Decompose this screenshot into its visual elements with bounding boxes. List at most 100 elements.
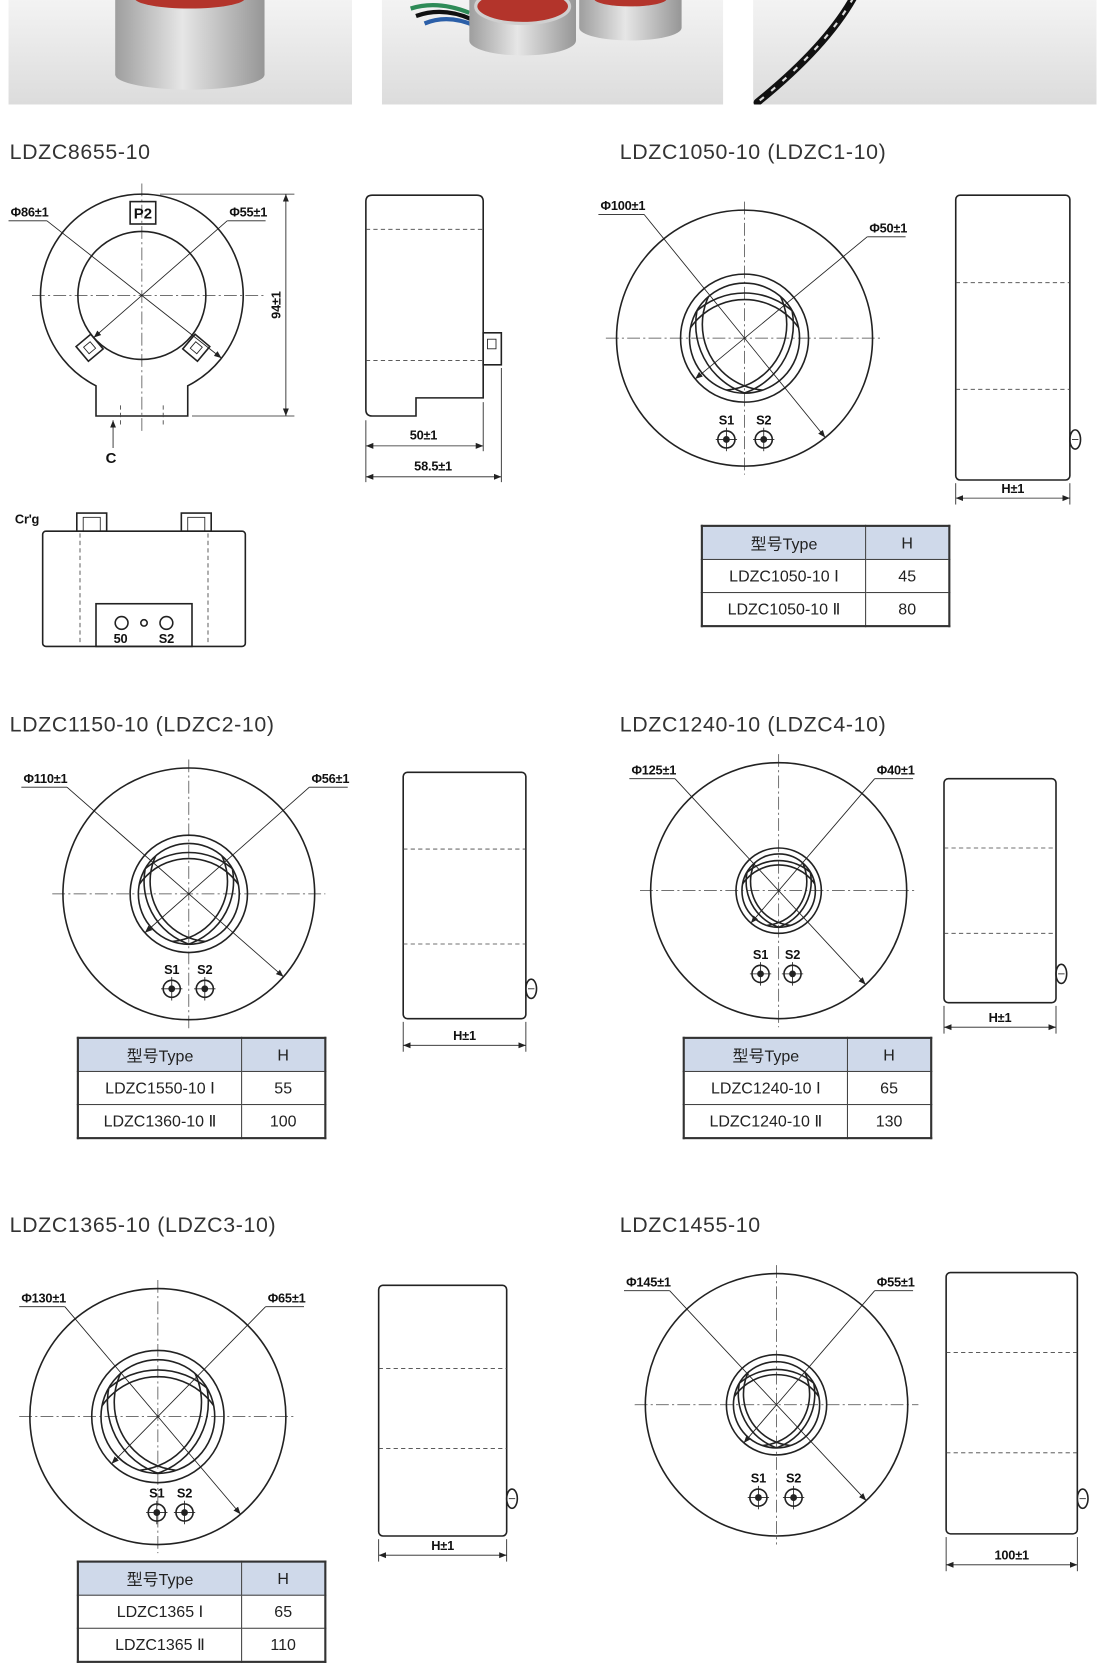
rib-edge	[138, 857, 240, 945]
outer-circle	[649, 761, 908, 1020]
window-circle	[90, 1349, 225, 1484]
rib-edge	[100, 1359, 210, 1474]
cell-h: 80	[865, 592, 950, 627]
terminal-s2	[194, 977, 216, 1001]
outer-diameter-label: Φ145±1	[626, 1274, 671, 1289]
terminal-s2	[753, 427, 775, 452]
terminal-screw	[181, 1509, 188, 1516]
side-terminal-inner	[487, 338, 497, 350]
side-terminal	[482, 332, 503, 366]
terminal-nut	[784, 1488, 803, 1507]
ldzc8655-side-view: 50±158.5±1	[365, 194, 503, 483]
table-row: LDZC1050-10 Ⅱ 80	[701, 592, 950, 627]
cell-type: LDZC1365 Ⅱ	[77, 1627, 243, 1663]
terminal-nut	[717, 430, 736, 449]
terminal-s2	[781, 962, 804, 986]
inner-diameter-leader	[743, 1290, 875, 1444]
window-inner-circle	[100, 1358, 216, 1475]
section-1-side-view: H±1	[954, 194, 1082, 505]
rib-edge	[745, 853, 816, 928]
header-type: 型号Type	[77, 1561, 243, 1596]
side-outline	[365, 194, 485, 417]
section-title-ldzc1240: LDZC1240-10 (LDZC4-10)	[619, 713, 887, 738]
table-row: LDZC1360-10 Ⅱ 100	[77, 1104, 326, 1139]
section-title-ldzc1455: LDZC1455-10	[619, 1213, 761, 1238]
cell-type: LDZC1240-10 Ⅱ	[683, 1104, 848, 1139]
terminal-screw	[790, 1494, 798, 1502]
terminal-s1	[747, 1485, 770, 1510]
window-circle	[679, 273, 810, 403]
outer-diameter-leader	[669, 1290, 867, 1501]
terminal-screw	[757, 970, 764, 978]
height-dimension-label: H±1	[989, 1010, 1012, 1025]
window-circle	[77, 230, 207, 361]
terminal-screw	[754, 1494, 762, 1502]
terminal-right	[159, 615, 174, 631]
header-h: H	[846, 1037, 932, 1072]
table-row: LDZC1240-10 Ⅱ 130	[683, 1104, 932, 1139]
table-row: LDZC1365 Ⅱ 110	[77, 1627, 326, 1663]
inner-diameter-leader	[93, 220, 228, 338]
rib-edge	[741, 864, 816, 928]
side-terminal-screw	[1055, 963, 1068, 985]
header-type: 型号Type	[77, 1037, 243, 1072]
bottom-body	[41, 530, 247, 648]
spec-table-ldzc1365: 型号Type H LDZC1365 Ⅰ 65 LDZC1365 Ⅱ 110	[76, 1560, 327, 1663]
terminal-s1-label: S1	[719, 413, 734, 428]
rib-edge	[733, 1361, 816, 1448]
rib-edge	[106, 1359, 215, 1474]
outer-circle	[29, 1287, 287, 1546]
cell-h: 130	[846, 1104, 932, 1139]
rib-edge	[689, 292, 800, 394]
table-header-row: 型号Type H	[701, 525, 950, 560]
outer-circle	[615, 209, 874, 467]
window-inner-circle	[732, 1360, 821, 1449]
spec-table-ldzc1240: 型号Type H LDZC1240-10 Ⅰ 65 LDZC1240-10 Ⅱ …	[682, 1036, 933, 1140]
rib-edge	[733, 1368, 820, 1448]
height-dimension-label: H±1	[431, 1538, 454, 1553]
rib-edge	[100, 1375, 215, 1474]
cell-h: 100	[241, 1104, 326, 1139]
terminal-s1	[715, 427, 738, 452]
window-circle	[129, 834, 249, 954]
view-arrow-c-label: C	[106, 450, 117, 467]
section-title-ldzc1050: LDZC1050-10 (LDZC1-10)	[619, 140, 887, 165]
inner-diameter-label: Φ55±1	[229, 205, 267, 220]
side-terminal-screw	[505, 1488, 519, 1510]
terminal-s2-label: S2	[756, 413, 771, 428]
terminal-nut	[749, 1488, 768, 1507]
cell-type: LDZC1360-10 Ⅱ	[77, 1104, 243, 1139]
rib-edge	[689, 283, 795, 394]
rib-edge	[733, 1373, 820, 1448]
side-terminal-screw	[1069, 429, 1082, 450]
terminal-s1-label: S1	[751, 1471, 766, 1486]
terminal-s1	[749, 962, 772, 986]
height-dimension-label: 94±1	[269, 291, 284, 319]
height-dimension-label: 100±1	[995, 1547, 1030, 1562]
table-header-row: 型号Type H	[77, 1037, 326, 1072]
inner-diameter-label: Φ40±1	[877, 762, 915, 777]
header-h: H	[241, 1561, 326, 1596]
side-outline	[945, 1271, 1079, 1535]
rib-edge	[741, 853, 813, 928]
table-row: LDZC1240-10 Ⅰ 65	[683, 1070, 932, 1106]
rib-edge	[689, 298, 800, 394]
cell-type: LDZC1550-10 Ⅰ	[77, 1070, 243, 1106]
terminal-block-inner	[82, 341, 97, 355]
terminal-nut	[754, 430, 774, 449]
cell-type: LDZC1050-10 Ⅰ	[701, 558, 867, 594]
cell-h: 65	[846, 1070, 932, 1106]
cell-h: 65	[241, 1594, 326, 1629]
housing-outline	[39, 193, 244, 417]
outer-circle	[644, 1272, 909, 1537]
outer-circle	[62, 767, 316, 1021]
table-row: LDZC1365 Ⅰ 65	[77, 1594, 326, 1629]
mounting-tab-right	[180, 512, 213, 533]
cell-type: LDZC1240-10 Ⅰ	[683, 1070, 848, 1106]
header-type: 型号Type	[701, 525, 867, 560]
terminal-s1-label: S1	[164, 962, 179, 977]
terminal-middle	[140, 618, 149, 627]
